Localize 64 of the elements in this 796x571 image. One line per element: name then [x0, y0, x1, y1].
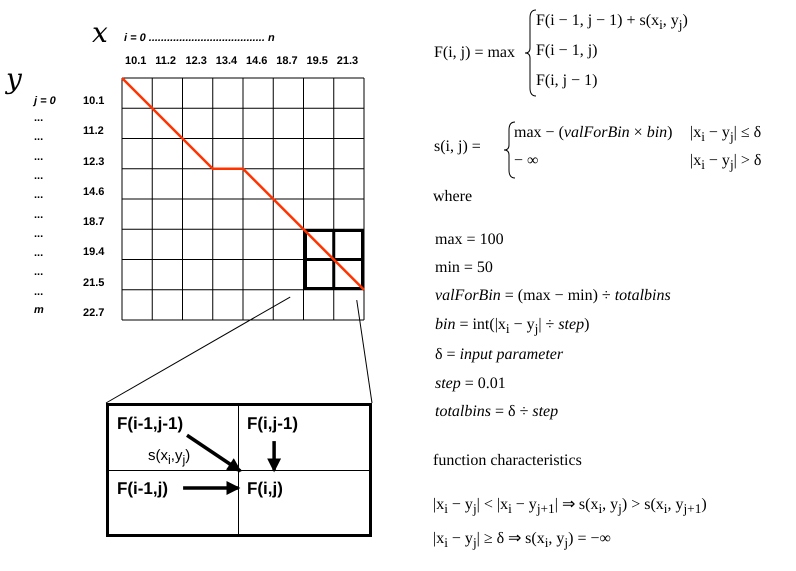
formula: δ = input parameter	[435, 346, 564, 364]
leader-line	[106, 296, 291, 404]
row-value: 14.6	[83, 186, 104, 198]
row-value: 12.3	[83, 156, 104, 168]
formula: |x$_{i}$ − y$_{j}$| ≤ δ	[690, 124, 762, 145]
axis-variable: x	[92, 18, 108, 49]
ellipsis: ...	[34, 208, 44, 221]
column-value: 13.4	[216, 55, 238, 68]
formula: F(i, j) = max	[434, 44, 516, 62]
highlight-square	[304, 229, 364, 290]
ellipsis: ...	[34, 247, 44, 260]
formula: max − (valForBin × bin)	[514, 124, 672, 142]
formula: |x$_{i}$ − y$_{j}$| ≥ δ ⇒ s(x$_{i}$, y$_{j}$) = −∞	[433, 530, 611, 551]
arrow	[183, 481, 240, 495]
section-heading: where	[433, 188, 472, 206]
formula: |x$_{i}$ − y$_{j}$| > δ	[690, 152, 762, 173]
column-value: 18.7	[276, 55, 298, 68]
formula: F(i − 1, j)	[536, 42, 598, 60]
recurrence-cell	[109, 406, 239, 471]
leader-line	[356, 300, 372, 404]
formula: F(i, j − 1)	[536, 72, 598, 90]
row-value: 19.4	[83, 246, 104, 258]
formula: valForBin = (max − min) ÷ totalbins	[435, 287, 671, 305]
ellipsis: ...	[34, 228, 44, 240]
index-start: j = 0	[34, 95, 56, 108]
row-value: 21.5	[83, 276, 104, 289]
row-value: 10.1	[83, 95, 104, 108]
column-value: 11.2	[155, 55, 176, 68]
row-value: 18.7	[83, 216, 104, 228]
ellipsis: ...	[34, 150, 44, 163]
arrow	[186, 434, 242, 472]
column-value: 21.3	[336, 55, 358, 68]
formula: bin = int(|x$_{i}$ − y$_{j}$| ÷ step)	[435, 316, 590, 337]
formula: totalbins = δ ÷ step	[435, 403, 558, 421]
cell-label: F(i,j-1)	[247, 414, 298, 434]
ellipsis: ...	[34, 286, 44, 298]
cell-label: F(i,j)	[247, 479, 283, 499]
cell-label: F(i-1,j)	[117, 479, 168, 499]
index-range: i = 0 ...................................... n	[124, 32, 275, 44]
cell-label: F(i-1,j-1)	[117, 414, 184, 434]
formula: F(i − 1, j − 1) + s(x$_{i}$, y$_{j}$)	[536, 12, 688, 33]
column-value: 19.5	[306, 55, 328, 68]
formula: s(i, j) =	[434, 138, 481, 156]
ellipsis: ...	[34, 266, 44, 278]
column-value: 10.1	[125, 55, 146, 68]
formula: step = 0.01	[435, 375, 506, 393]
ellipsis: ...	[34, 189, 44, 202]
zoom-box	[106, 403, 372, 537]
edge-label: s(x$_{i}$,y$_{j}$)	[148, 448, 190, 468]
formula: max = 100	[435, 231, 504, 249]
arrow	[267, 441, 282, 472]
column-value: 14.6	[246, 55, 268, 68]
formula: min = 50	[435, 259, 493, 277]
index-end: m	[34, 304, 44, 316]
row-value: 22.7	[83, 306, 104, 319]
row-value: 11.2	[83, 125, 104, 138]
axis-variable: y	[6, 64, 22, 95]
column-value: 12.3	[186, 55, 207, 68]
formula: |x$_{i}$ − y$_{j}$| < |x$_{i}$ − y$_{j+1}$| ⇒ s(x$_{i}$, y$_{j}$) > s(x$_{i}$, y$_{j+1}$)	[433, 496, 707, 517]
section-heading: function characteristics	[433, 452, 582, 470]
ellipsis: ...	[34, 170, 44, 182]
ellipsis: ...	[34, 131, 44, 144]
ellipsis: ...	[34, 112, 44, 124]
formula: − ∞	[514, 152, 538, 170]
